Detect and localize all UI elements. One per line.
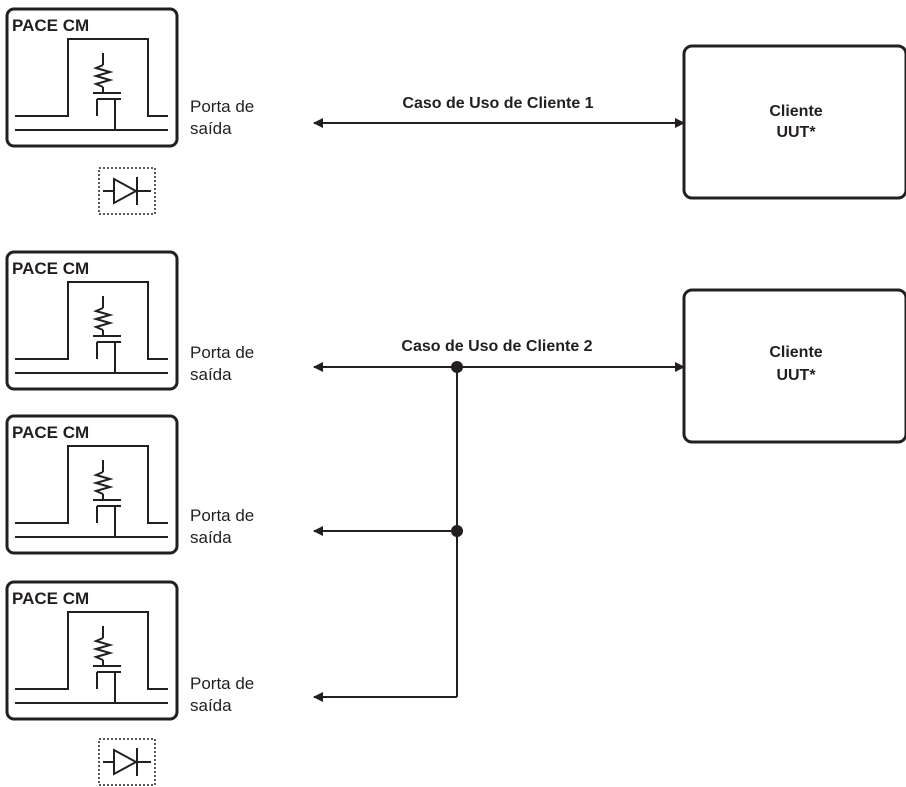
use-case-label: Caso de Uso de Cliente 1 [402,95,593,112]
client-uut-box-2: Cliente UUT* [682,288,906,444]
module-title: PACE CM [12,589,89,608]
use-case-1-connection: Caso de Uso de Cliente 1 [313,95,685,128]
diode-icon [98,167,156,215]
client-label-line1: Cliente [769,103,822,120]
port-label-line2: saída [190,696,232,715]
diode-icon [98,738,156,786]
module-title: PACE CM [12,259,89,278]
port-label-line1: Porta de [190,343,254,362]
port-label-line2: saída [190,119,232,138]
junction-dot [451,361,463,373]
module-title: PACE CM [12,16,89,35]
module-frame [5,7,179,148]
circuit-schematic-icon [15,611,168,704]
pace-cm-module-2: PACE CM Porta de saída [5,250,254,391]
use-case-2-connection: Caso de Uso de Cliente 2 [313,338,685,702]
pace-cm-module-4: PACE CM Porta de saída [5,580,254,721]
client-label-line1: Cliente [769,344,822,361]
junction-dot [451,525,463,537]
module-frame [5,580,179,721]
module-frame [5,250,179,391]
circuit-schematic-icon [15,445,168,538]
module-title: PACE CM [12,423,89,442]
client-uut-box-1: Cliente UUT* [682,44,906,200]
module-frame [5,414,179,555]
pace-cm-module-1: PACE CM Porta de saída [5,7,254,148]
port-label-line1: Porta de [190,506,254,525]
circuit-schematic-icon [15,38,168,131]
client-label-line2: UUT* [776,367,816,384]
port-label-line1: Porta de [190,674,254,693]
pace-cm-module-3: PACE CM Porta de saída [5,414,254,555]
port-label-line2: saída [190,365,232,384]
port-label-line1: Porta de [190,97,254,116]
port-label-line2: saída [190,528,232,547]
use-case-label: Caso de Uso de Cliente 2 [401,338,592,355]
client-label-line2: UUT* [776,124,816,141]
circuit-schematic-icon [15,281,168,374]
